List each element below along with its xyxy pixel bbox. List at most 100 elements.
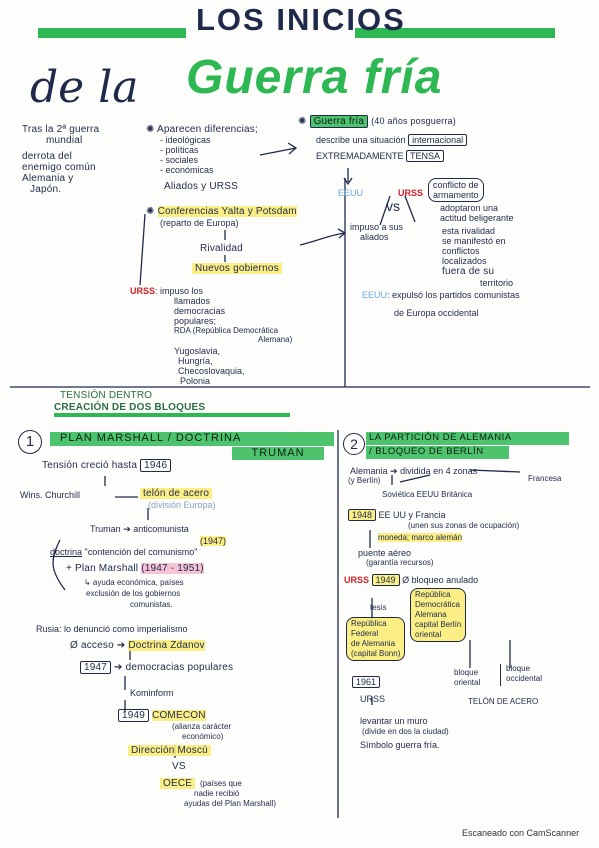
urss-block-3: democracias	[174, 306, 226, 316]
title-underline-right	[355, 28, 555, 38]
eeuu-block-1: EEUU: expulsó los partidos comunistas	[362, 290, 520, 300]
division-europa: (división Europa)	[148, 500, 216, 510]
tesis: tesis	[370, 603, 387, 612]
section2-number: 2	[343, 433, 365, 455]
conflict-9: fuera de su	[442, 266, 495, 277]
vs-label: vs	[386, 198, 400, 214]
conflict-3: adoptaron una	[440, 203, 499, 213]
urss-block-8: Hungría,	[178, 356, 213, 366]
year-1947b-row: 1947 ➔ democracias populares	[80, 661, 233, 674]
c1-item-3: - sociales	[160, 155, 199, 165]
s3-head: ✺ Guerra fría (40 años posguerra)	[298, 115, 456, 128]
intro-left-6: Japón.	[30, 184, 62, 195]
ayuda-3: comunistas.	[130, 600, 173, 609]
francesa: Francesa	[528, 474, 562, 483]
rivalidad: Rivalidad	[200, 243, 243, 254]
oece: OECE	[160, 778, 196, 789]
comecon-sub-2: económico)	[182, 732, 224, 741]
conflict-7: conflictos	[442, 246, 480, 256]
bloque-separator	[500, 664, 501, 686]
title-line2-main: Guerra fría	[186, 51, 443, 104]
eeuu-block-2: de Europa occidental	[394, 308, 479, 318]
intro-left-4: enemigo común	[22, 162, 96, 173]
section2-title-2: / BLOQUEO DE BERLÍN	[366, 446, 509, 459]
conflict-5: esta rivalidad	[442, 226, 496, 236]
tension-1: TENSIÓN DENTRO	[60, 390, 153, 401]
urss-block-10: Polonia	[180, 376, 211, 386]
muro-2: (divide en dos la ciudad)	[362, 727, 449, 736]
intro-left-1: Tras la 2ª guerra	[22, 124, 100, 135]
urss-label: URSS	[398, 188, 424, 198]
y-berlin: (y Berlín)	[348, 476, 381, 485]
section1-title-1: PLAN MARSHALL / DOCTRINA	[50, 432, 334, 446]
urss-block-6: Alemana)	[258, 335, 293, 344]
title-line1: LOS INICIOS	[196, 2, 406, 37]
tension-crecio: Tensión creció hasta 1946	[42, 459, 172, 472]
urss-1949-row: URSS 1949 Ø bloqueo anulado	[344, 574, 479, 586]
churchill: Wins. Churchill	[20, 490, 81, 500]
footer-watermark: Escaneado con CamScanner	[462, 828, 580, 838]
aliados: aliados	[360, 232, 389, 242]
moneda: moneda; marco alemán	[378, 533, 463, 542]
c1-item-4: - económicas	[160, 165, 214, 175]
oece-sub-1: (países que	[200, 779, 242, 788]
urss-block-9: Checoslovaquia,	[178, 366, 245, 376]
comecon-sub-1: (alianza carácter	[172, 722, 232, 731]
tension-2: CREACIÓN DE DOS BLOQUES	[54, 402, 206, 413]
comecon-row: 1949 COMECON	[118, 709, 206, 722]
zonas: Soviética EEUU Británica	[382, 490, 473, 499]
urss-block-2: llamados	[174, 296, 211, 306]
s3-line1: describe una situación internacional	[316, 134, 468, 146]
urss-block-4: populares;	[174, 316, 217, 326]
doctrina: doctrina "contención del comunismo"	[50, 547, 198, 557]
title-line2-prefix: de la	[30, 62, 139, 113]
section2-title-1: LA PARTICIÓN DE ALEMANIA	[366, 432, 569, 445]
direccion-moscu: Dirección Moscú	[128, 745, 211, 756]
puente-1: puente aéreo	[358, 548, 412, 558]
c2-head: ✺ Conferencias Yalta y Potsdam	[146, 206, 297, 217]
conflict-10: territorio	[480, 278, 514, 288]
conflict-6: se manifestó en	[442, 236, 506, 246]
urss-block-5: RDA (República Democrática	[174, 326, 279, 335]
c2-sub: (reparto de Europa)	[160, 218, 239, 228]
muro-1: levantar un muro	[360, 716, 428, 726]
conflict-4: actitud beligerante	[440, 213, 514, 223]
c1-item-1: - ideológicas	[160, 135, 211, 145]
puente-2: (garantía recursos)	[366, 558, 434, 567]
intro-left-3: derrota del	[22, 151, 73, 162]
section1-number: 1	[18, 430, 42, 454]
c1-allies: Aliados y URSS	[164, 181, 238, 192]
s3-line2: EXTREMADAMENTE TENSA	[316, 150, 445, 162]
vs-left: VS	[172, 761, 186, 772]
oece-sub-3: ayudas del Plan Marshall)	[184, 799, 277, 808]
tension-underline	[54, 413, 290, 417]
oece-sub-2: nadie recibió	[194, 789, 240, 798]
conflict-8: localizados	[442, 256, 487, 266]
intro-left-2: mundial	[46, 135, 83, 146]
year-1948-row: 1948 EE UU y Francia	[348, 509, 446, 521]
urss-block-1: URSS: impuso los	[130, 286, 204, 296]
truman: Truman ➔ anticomunista	[90, 524, 189, 534]
title-underline-left	[38, 28, 186, 38]
plan-marshall: + Plan Marshall (1947 - 1951)	[66, 563, 204, 574]
c1-head: ✺ Aparecen diferencias;	[146, 124, 258, 135]
telon-acero: telón de acero	[140, 488, 213, 499]
ayuda-1: ↳ ayuda económica, países	[84, 578, 184, 587]
section1-title-2: TRUMAN	[232, 447, 324, 460]
eeuu-uk-2: (unen sus zonas de ocupación)	[408, 521, 520, 530]
eeuu-label: EEUU	[338, 188, 364, 198]
year-1947a: (1947)	[200, 536, 227, 546]
kominform: Kominform	[130, 688, 174, 698]
muro-3: Símbolo guerra fría.	[360, 740, 440, 750]
telon-right: TELÓN DE ACERO	[468, 697, 539, 706]
alemania: Alemania ➔ dividida en 4 zonas	[350, 466, 478, 476]
c1-item-2: - políticas	[160, 145, 199, 155]
ayuda-2: exclusión de los gobiernos	[86, 589, 181, 598]
impuso: impuso a sus	[350, 222, 404, 232]
